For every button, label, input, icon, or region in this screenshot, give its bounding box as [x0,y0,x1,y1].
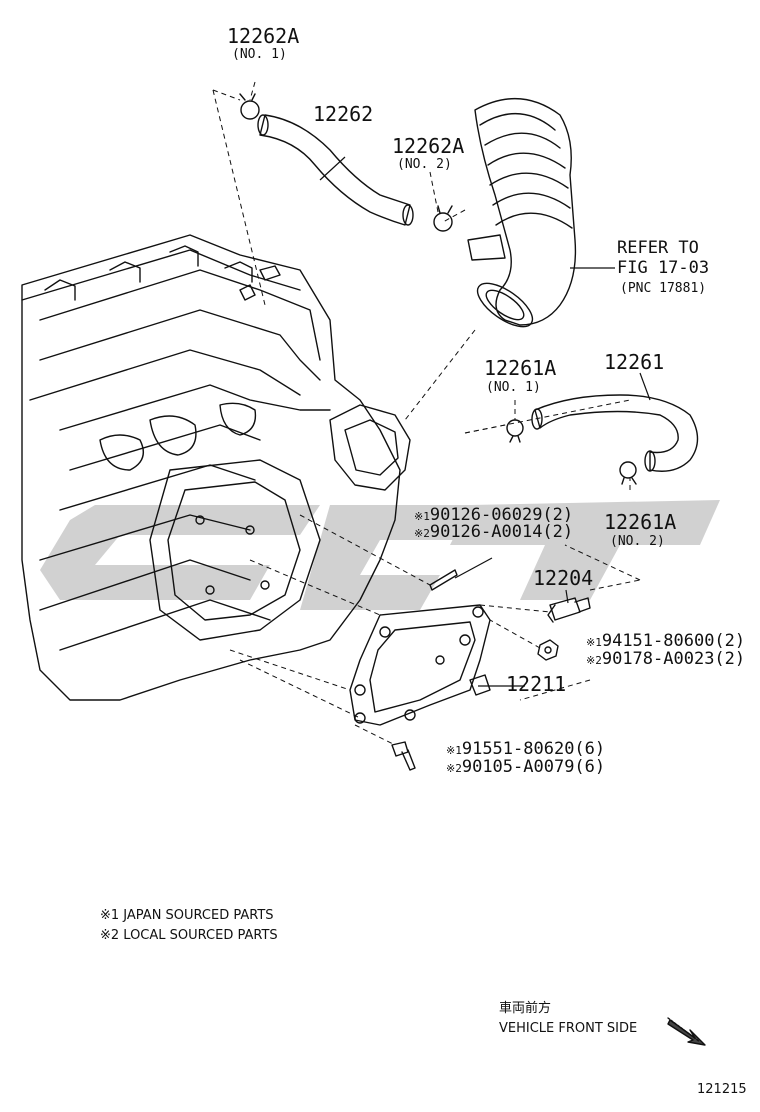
figure-id: 121215 [697,1082,747,1097]
nut-pn-1: 94151-80600(2) [601,631,746,651]
clamp-12261a-no2 [619,461,637,485]
mark-1: ※1 [446,744,462,757]
clamp-12261a-no1 [506,419,524,443]
refer-line2: FIG 17-03 [617,258,710,278]
mark-1: ※1 [414,510,430,523]
bolt-part-numbers-2: ※290105-A0079(6) [446,759,605,776]
mark-2: ※2 [586,654,602,667]
clamp-12262a-no1 [239,93,260,120]
bolt-pn-1: 91551-80620(6) [461,739,606,759]
engine-block [21,234,411,701]
stud-bolt [429,569,458,591]
callout-12262a-no1-sub: (NO. 1) [232,47,287,62]
mark-2: ※2 [446,762,462,775]
callout-12261a-no1-sub: (NO. 1) [486,380,541,395]
refer-line3: (PNC 17881) [620,281,707,296]
sensor-12204 [547,597,591,623]
hose-12261 [531,394,699,472]
mark-1: ※1 [586,636,602,649]
bracket-12211 [349,604,491,726]
callout-12262: 12262 [313,102,374,126]
nut [537,639,559,661]
hose-12262 [257,114,414,226]
callout-12262a-no2: 12262A [392,134,465,158]
bolt-pn-2: 90105-A0079(6) [461,757,606,777]
note-local-sourced: ※2 LOCAL SOURCED PARTS [100,928,278,943]
stud-part-numbers-2: ※290126-A0014(2) [414,524,573,541]
vehicle-front-jp: 車両前方 [499,1001,552,1016]
watermark-logo [40,500,720,610]
bolt-part-numbers: ※191551-80620(6) [446,741,605,758]
nut-part-numbers: ※194151-80600(2) [586,633,745,650]
callout-12261a-no1: 12261A [484,356,557,380]
mark-2: ※2 [414,527,430,540]
nut-pn-2: 90178-A0023(2) [601,649,746,669]
note-japan-sourced: ※1 JAPAN SOURCED PARTS [100,908,274,923]
callout-12211: 12211 [506,672,567,696]
refer-line1: REFER TO [617,238,699,258]
stud-pn-2: 90126-A0014(2) [429,522,574,542]
callout-12261a-no2: 12261A [604,510,677,534]
nut-part-numbers-2: ※290178-A0023(2) [586,651,745,668]
vehicle-front-en: VEHICLE FRONT SIDE [499,1021,638,1036]
stud-part-numbers: ※190126-06029(2) [414,507,573,524]
stud-pn-1: 90126-06029(2) [429,505,574,525]
clamp-12262a-no2 [433,205,453,232]
callout-12262a-no1: 12262A [227,24,300,48]
callout-12261: 12261 [604,350,665,374]
vehicle-front-arrow-icon [667,1017,706,1046]
callout-12261a-no2-sub: (NO. 2) [610,534,665,549]
callout-12262a-no2-sub: (NO. 2) [397,157,452,172]
bolt [391,741,416,771]
intake-hose [467,98,577,328]
callout-12204: 12204 [533,566,594,590]
